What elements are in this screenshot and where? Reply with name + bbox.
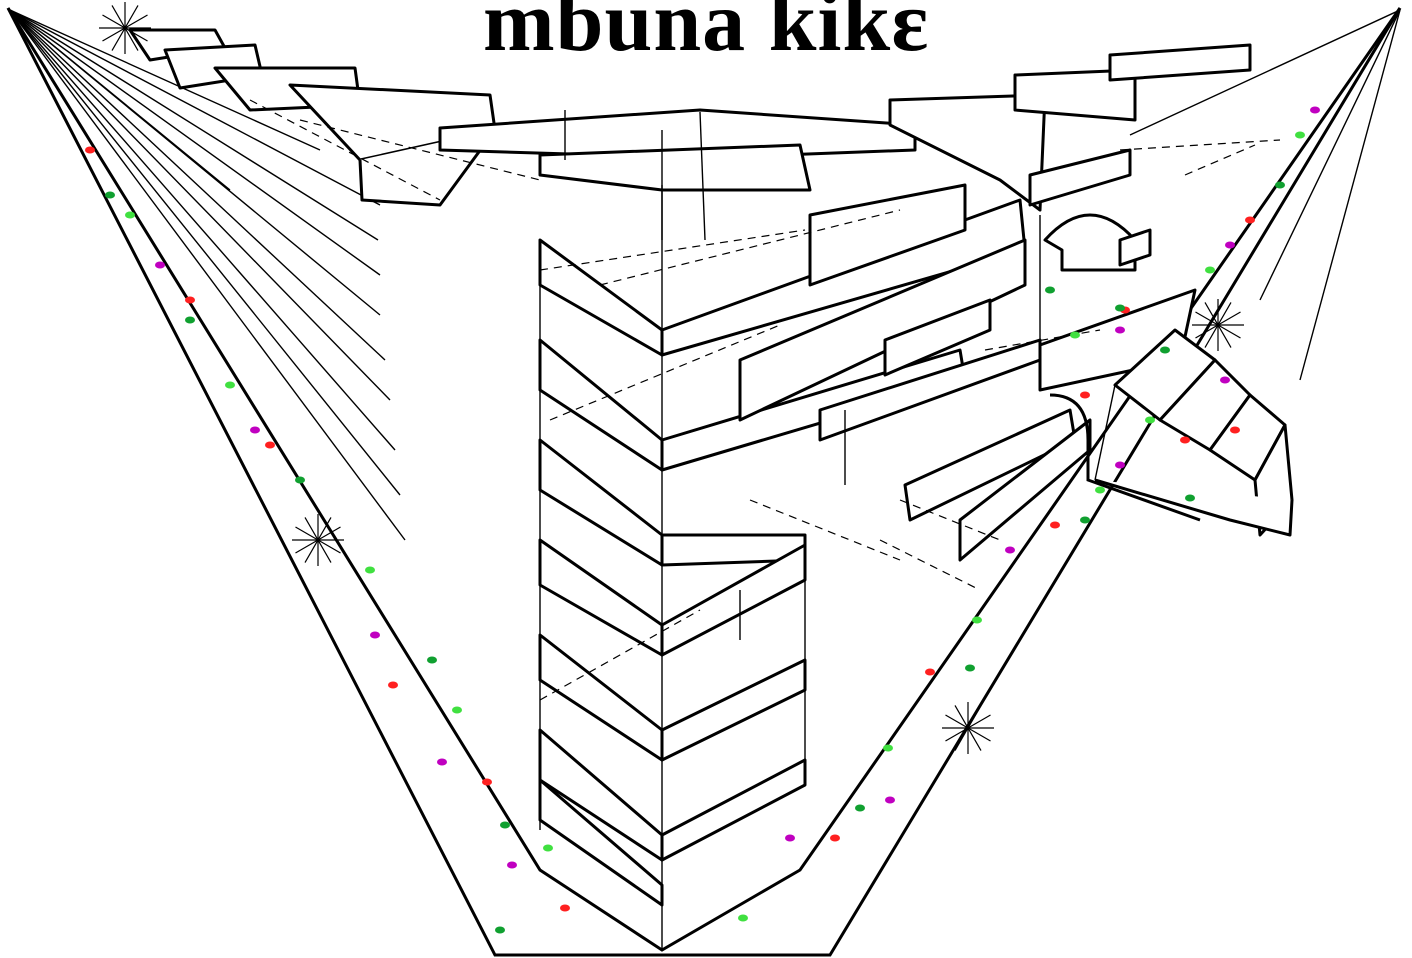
sidewalk-dot xyxy=(500,821,510,829)
sparkle-stroke xyxy=(1195,311,1241,339)
sidewalk-dot xyxy=(365,566,375,574)
sidewalk-dot xyxy=(250,426,260,434)
sidewalk-dot xyxy=(507,861,517,869)
sidewalk-dot xyxy=(1005,546,1015,554)
sidewalk-dot xyxy=(1145,416,1155,424)
sidewalk-dot xyxy=(85,146,95,154)
sidewalk-dot xyxy=(830,834,840,842)
sparkle-stroke xyxy=(945,714,991,742)
sparkle-marks xyxy=(99,2,1244,754)
sparkle-stroke xyxy=(102,14,148,42)
sidewalk-dot xyxy=(883,744,893,752)
sidewalk-dot xyxy=(1115,304,1125,312)
sparkle-stroke xyxy=(295,526,341,554)
sidewalk-dot xyxy=(1115,461,1125,469)
sidewalk-dot xyxy=(1245,216,1255,224)
sidewalk-dot xyxy=(1180,436,1190,444)
sidewalk-dot xyxy=(370,631,380,639)
sidewalk-dot xyxy=(225,381,235,389)
sidewalk-dot xyxy=(452,706,462,714)
sidewalk-dot xyxy=(1045,286,1055,294)
sidewalk-dot xyxy=(1080,516,1090,524)
sidewalk-dot xyxy=(388,681,398,689)
sidewalk-dot xyxy=(1295,131,1305,139)
right-vanishing-lines xyxy=(1129,9,1401,381)
sidewalk-dot xyxy=(295,476,305,484)
sidewalk-dot xyxy=(1115,326,1125,334)
sidewalk-dot xyxy=(1230,426,1240,434)
sidewalk-dot xyxy=(560,904,570,912)
sidewalk-dot xyxy=(1160,346,1170,354)
sidewalk-dot xyxy=(482,778,492,786)
right-buildings xyxy=(888,43,1281,562)
left-vanishing-lines xyxy=(9,9,406,541)
page-title: mbuna kikɛ xyxy=(483,0,929,69)
sidewalk-dot xyxy=(155,261,165,269)
sidewalk-dot xyxy=(1205,266,1215,274)
sidewalk-dot xyxy=(427,656,437,664)
sidewalk-dot xyxy=(972,616,982,624)
staircase xyxy=(1094,328,1294,537)
sidewalk-dots xyxy=(85,106,1320,934)
sidewalk-dot xyxy=(1070,331,1080,339)
sidewalk-dot xyxy=(105,191,115,199)
sidewalk-dot xyxy=(965,664,975,672)
sidewalk-dot xyxy=(1310,106,1320,114)
sidewalk-dot xyxy=(1050,521,1060,529)
sidewalk-dot xyxy=(785,834,795,842)
sidewalk-dot xyxy=(437,758,447,766)
sidewalk-dot xyxy=(185,316,195,324)
sidewalk-dot xyxy=(265,441,275,449)
sidewalk-dot xyxy=(1220,376,1230,384)
sidewalk-dot xyxy=(1095,486,1105,494)
sidewalk-dot xyxy=(885,796,895,804)
sidewalk-dot xyxy=(925,668,935,676)
sidewalk-dot xyxy=(1275,181,1285,189)
curved-wall xyxy=(1049,393,1201,522)
sidewalk-dot xyxy=(125,211,135,219)
tower-roof xyxy=(438,108,917,241)
tower-left-slabs xyxy=(538,238,664,907)
sidewalk-dot xyxy=(185,296,195,304)
sidewalk-dot xyxy=(1225,241,1235,249)
sidewalk-dot xyxy=(1185,494,1195,502)
sidewalk-dot xyxy=(495,926,505,934)
construction-lines xyxy=(539,209,1101,701)
sidewalk-dot xyxy=(1080,391,1090,399)
tower-right-slabs xyxy=(660,183,1042,862)
sidewalk-dot xyxy=(543,844,553,852)
sidewalk-dot xyxy=(738,914,748,922)
sidewalk-dot xyxy=(855,804,865,812)
